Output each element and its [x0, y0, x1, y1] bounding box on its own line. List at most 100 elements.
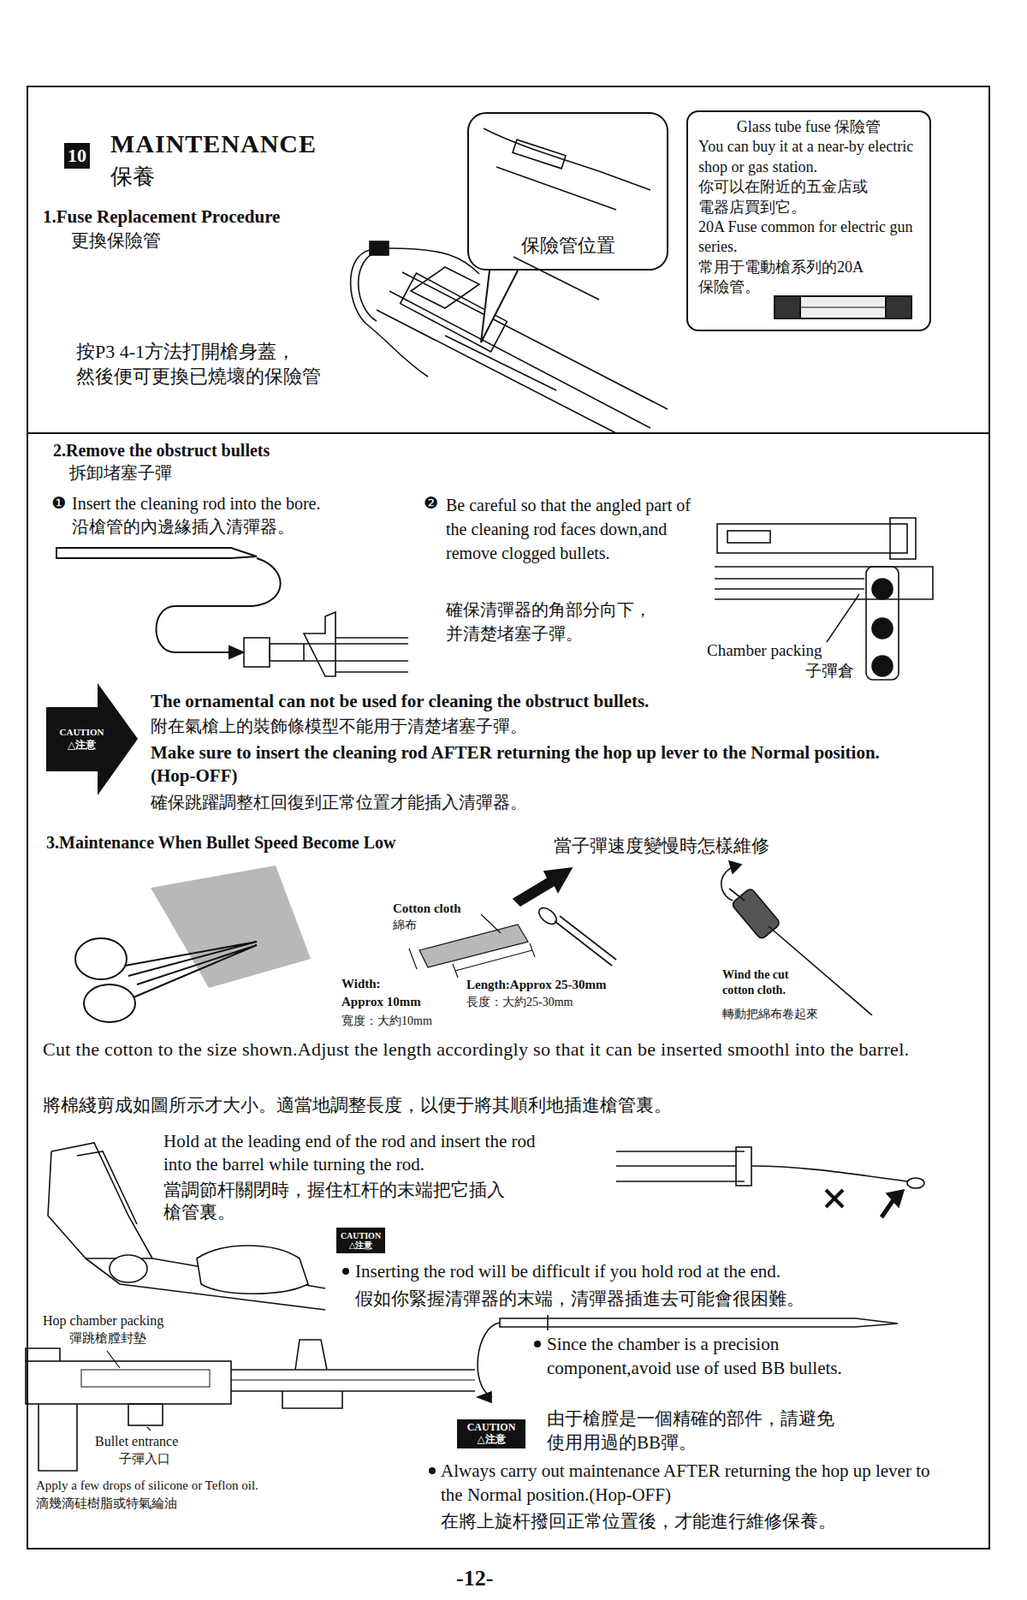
instruction-text: 沿槍管的內邊緣插入清彈器。: [71, 516, 295, 538]
scissors: [75, 865, 311, 1022]
fuse-box-heading: Glass tube fuse 保險管: [698, 117, 920, 137]
caution-word: CAUTION: [59, 726, 105, 739]
gun-front-sight-drawing: [47, 1151, 153, 1259]
page-title: MAINTENANCE: [110, 128, 317, 160]
hop-chamber-drawing: [717, 523, 908, 553]
caution-text: The ornamental can not be used for clean…: [150, 689, 649, 713]
step-label: 轉動把綿布卷起來: [722, 1006, 819, 1022]
caution-box: CAUTION△注意: [336, 1227, 386, 1253]
rod-in-barrel-drawing: [825, 1189, 843, 1207]
rod-in-barrel-drawing: [736, 1146, 752, 1186]
fuse-detail: [496, 166, 617, 210]
dimension-lines: [455, 949, 533, 971]
glass-fuse: [800, 307, 886, 309]
scissors: [150, 865, 311, 988]
note-text: 滴幾滴硅樹脂或特氣綸油: [35, 1495, 178, 1512]
rod-in-barrel-drawing: [886, 1189, 904, 1207]
rod-in-barrel-drawing: [616, 1146, 925, 1217]
callout-text: 保險管位置: [521, 234, 616, 257]
caution-text: 在將上旋杆撥回正常位置後，才能進行維修保養。: [440, 1509, 837, 1532]
page-frame: [27, 86, 990, 1549]
instruction-text: 將棉綫剪成如圖所示才大小。適當地調整長度，以便于將其順利地插進槍管裏。: [42, 1093, 672, 1117]
cleaning-rod-with-loop: [513, 867, 617, 966]
section-divider: [27, 432, 990, 434]
section-heading: 1.Fuse Replacement Procedure: [42, 205, 280, 228]
gun-side-drawing: [231, 1369, 475, 1391]
gun-barrel-muzzle: [303, 642, 409, 645]
rod-in-barrel-drawing: [616, 1164, 737, 1167]
section-heading-chinese: 更換保險管: [71, 229, 161, 252]
part-label: Cotton cloth: [392, 900, 462, 917]
fuse-box-text: 常用于電動槍系列的20A 保險管。: [698, 257, 920, 298]
rod-in-barrel-drawing: [616, 1150, 745, 1152]
gun-barrel-muzzle: [303, 659, 409, 662]
fuse-info-box: Glass tube fuse 保險管You can buy it at a n…: [686, 110, 932, 332]
gun-side-drawing: [282, 1390, 343, 1408]
gun-side-drawing: [147, 1426, 151, 1431]
cleaning-rod-with-loop: [554, 920, 612, 966]
gun-side-drawing: [231, 1379, 475, 1381]
part-label: Bullet entrance: [94, 1432, 179, 1450]
fuse-wire: [350, 249, 428, 377]
section-heading: 3.Maintenance When Bullet Speed Become L…: [46, 831, 397, 854]
cleaning-rod: [229, 646, 244, 659]
dimension-label: Width: Approx 10mm: [341, 974, 423, 1011]
gun-front-sight-drawing: [51, 1142, 153, 1259]
scissors: [83, 984, 136, 1022]
gun-receiver-drawing: [402, 272, 668, 410]
hop-chamber-drawing: [826, 593, 860, 642]
hop-chamber-drawing: [872, 578, 893, 600]
gun-receiver-drawing: [376, 256, 668, 434]
gun-side-drawing: [106, 1350, 120, 1368]
part-label: 綿布: [392, 917, 417, 933]
caution-arrow-shape: [46, 682, 138, 796]
cotton-strip: [419, 924, 529, 968]
wound-cotton-rod: [729, 860, 742, 873]
gun-side-drawing: [128, 1403, 163, 1425]
bullet-dots: [428, 1466, 436, 1474]
caution-text: Make sure to insert the cleaning rod AFT…: [150, 741, 921, 789]
wound-cotton-rod: [721, 860, 873, 1016]
part-label: Chamber packing: [706, 640, 823, 661]
fuse-detail: [483, 128, 600, 172]
cleaning-rod: [477, 1314, 898, 1402]
rod-in-barrel-drawing: [907, 1177, 925, 1188]
bullet-dots: [342, 1267, 350, 1275]
instruction-text: 當調節杆關閉時，握住杠杆的末端把它插入 槍管裏。: [163, 1178, 523, 1224]
caution-box: CAUTION△注意: [457, 1418, 526, 1449]
part-label: 子彈倉: [805, 660, 855, 682]
rod-in-barrel-drawing: [616, 1180, 745, 1182]
dimension-label: 寬度：大約10mm: [341, 1013, 433, 1029]
fuse-detail: [512, 139, 566, 169]
fuse-box-text: 你可以在附近的五金店或 電器店買到它。: [698, 177, 920, 218]
glass-fuse: [885, 296, 912, 319]
rod-in-barrel-drawing: [881, 1198, 895, 1217]
scissors: [75, 937, 127, 980]
fuse-detail: [483, 128, 651, 210]
hop-chamber-drawing: [872, 655, 893, 677]
caution-text: 假如你緊握清彈器的末端，清彈器插進去可能會很困難。: [355, 1287, 805, 1310]
gun-receiver-drawing: [445, 335, 557, 391]
caution-word: CAUTION: [340, 1230, 381, 1241]
instruction-text: 按P3 4-1方法打開槍身蓋， 然後便可更換已燒壞的保險管: [76, 339, 359, 389]
callout-bubble: 保險管位置: [467, 112, 669, 271]
glass-fuse: [774, 296, 912, 319]
section-heading-chinese: 拆卸堵塞子彈: [69, 462, 173, 484]
callout-pointer: [480, 270, 518, 343]
fuse-box-text: You can buy it at a near-by electric sho…: [698, 136, 920, 178]
gun-side-drawing: [25, 1339, 475, 1471]
instruction-text: Hold at the leading end of the rod and i…: [163, 1129, 566, 1177]
instruction-text: Be careful so that the angled part of th…: [445, 492, 695, 565]
dimension-lines: [409, 914, 535, 978]
scissors: [133, 944, 257, 998]
caution-word-chinese: △注意: [476, 1433, 505, 1446]
hop-chamber-drawing: [890, 517, 916, 559]
fuse-wire: [358, 253, 377, 321]
section-heading-chinese: 當子彈速度變慢時怎樣維修: [553, 834, 770, 857]
dimension-lines: [409, 948, 417, 969]
step-label: Wind the cut cotton cloth.: [722, 967, 808, 998]
step-number: ❷: [423, 492, 439, 514]
caution-text: Always carry out maintenance AFTER retur…: [440, 1458, 938, 1508]
cotton-strip: [419, 924, 529, 968]
gun-side-drawing: [25, 1360, 232, 1404]
